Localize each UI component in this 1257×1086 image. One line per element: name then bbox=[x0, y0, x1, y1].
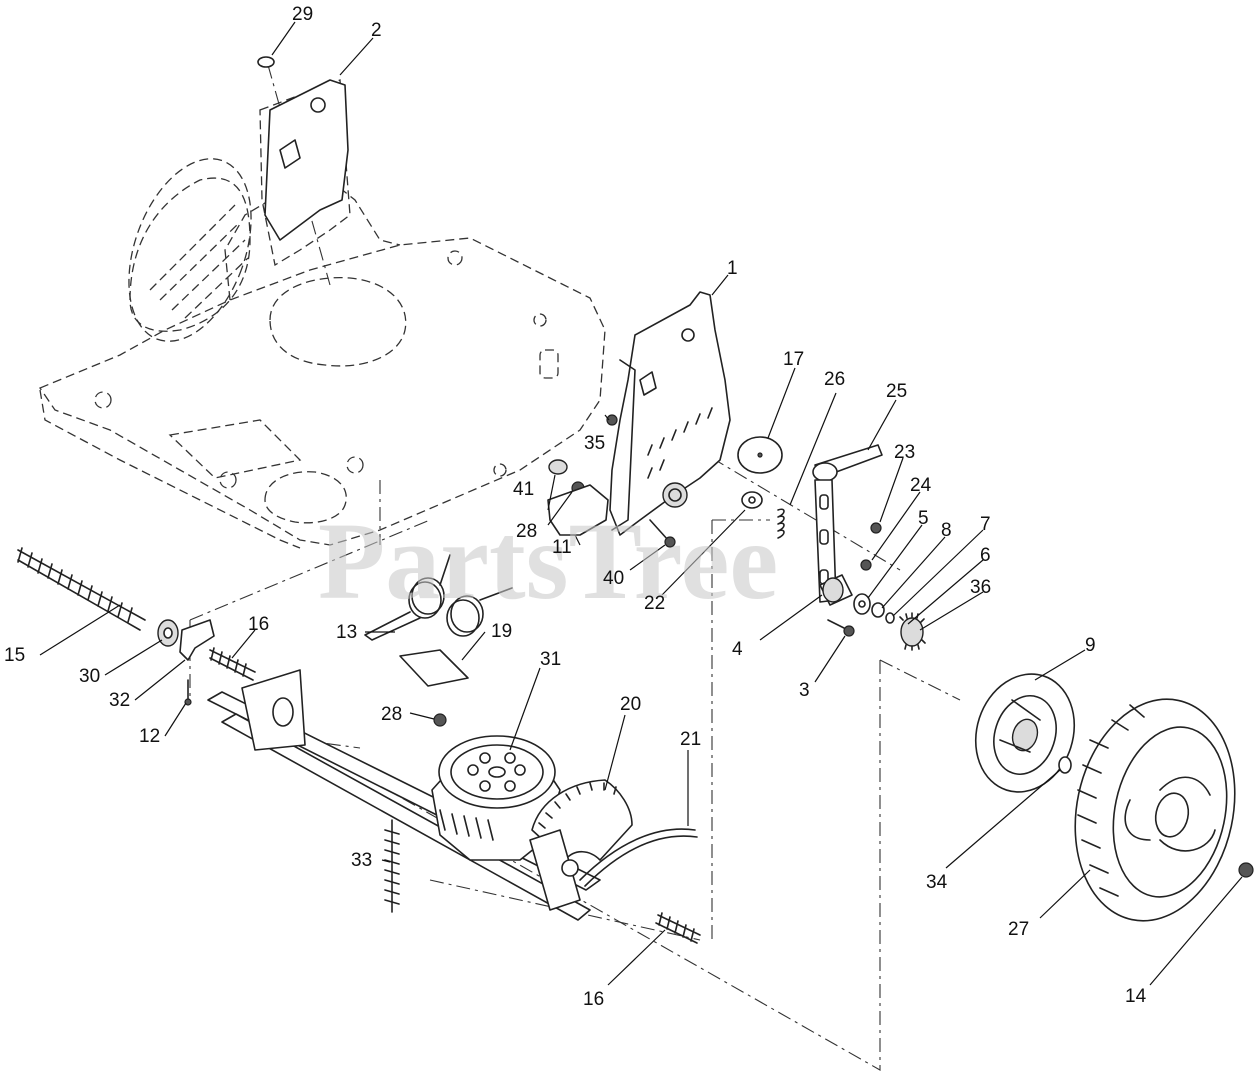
part-14-nut bbox=[1238, 862, 1254, 878]
callout-1: 1 bbox=[727, 258, 738, 279]
part-12-screw bbox=[184, 679, 192, 706]
callout-5: 5 bbox=[918, 508, 929, 529]
phantom-rear-wheel bbox=[128, 158, 252, 342]
callout-17: 17 bbox=[783, 349, 804, 370]
part-13-spring bbox=[364, 554, 451, 641]
part-41-cap bbox=[548, 459, 568, 475]
part-33-spring bbox=[384, 819, 400, 913]
part-8-washer bbox=[871, 602, 885, 618]
assembly-axis-lines bbox=[189, 64, 961, 1071]
part-34-washer bbox=[1058, 756, 1072, 774]
callout-33: 33 bbox=[351, 850, 372, 871]
part-1-side-plate bbox=[609, 291, 731, 536]
part-28-nut-lower bbox=[433, 713, 447, 727]
callout-16-upper: 16 bbox=[248, 614, 269, 635]
part-7-ring bbox=[885, 612, 895, 624]
callout-28-upper: 28 bbox=[516, 521, 537, 542]
part-26-spring bbox=[777, 508, 785, 539]
part-35-nut bbox=[606, 414, 618, 426]
part-5-washer bbox=[853, 593, 871, 615]
callout-9: 9 bbox=[1085, 635, 1096, 656]
callout-29: 29 bbox=[292, 4, 313, 25]
part-29-pin bbox=[257, 56, 275, 68]
callout-19: 19 bbox=[491, 621, 512, 642]
callout-22: 22 bbox=[644, 593, 665, 614]
callout-20: 20 bbox=[620, 694, 641, 715]
callout-34: 34 bbox=[926, 872, 948, 893]
callout-6: 6 bbox=[980, 545, 991, 566]
part-19-spring bbox=[446, 587, 513, 637]
callout-7: 7 bbox=[980, 514, 991, 535]
part-40-bolt bbox=[649, 519, 676, 548]
part-11-guide bbox=[547, 484, 609, 536]
callout-35: 35 bbox=[584, 433, 605, 454]
part-31-pulley bbox=[431, 735, 561, 861]
part-16-spring-upper bbox=[209, 647, 256, 681]
leader-lines bbox=[39, 21, 1243, 986]
callout-24: 24 bbox=[910, 475, 932, 496]
callout-32: 32 bbox=[109, 690, 130, 711]
callout-40: 40 bbox=[603, 568, 624, 589]
spring-plate bbox=[399, 649, 469, 687]
callout-26: 26 bbox=[824, 369, 845, 390]
part-3-bolt bbox=[827, 619, 855, 637]
part-36-gear bbox=[899, 612, 926, 651]
part-23-screw bbox=[870, 522, 882, 534]
callout-23: 23 bbox=[894, 442, 915, 463]
callout-4: 4 bbox=[732, 639, 743, 660]
part-30-spacer bbox=[157, 619, 179, 647]
callout-16-lower: 16 bbox=[583, 989, 604, 1010]
part-22-washer bbox=[741, 491, 763, 509]
callout-14: 14 bbox=[1125, 986, 1147, 1007]
callout-numbers: 1 2 3 4 5 6 7 8 9 11 12 13 14 15 16 16 1… bbox=[4, 4, 1147, 1010]
callout-21: 21 bbox=[680, 729, 701, 750]
callout-36: 36 bbox=[970, 577, 991, 598]
part-24-screw bbox=[860, 559, 872, 571]
callout-12: 12 bbox=[139, 726, 160, 747]
callout-41: 41 bbox=[513, 479, 534, 500]
callout-2: 2 bbox=[371, 20, 382, 41]
part-20-sector-gear bbox=[529, 779, 633, 911]
part-27-wheel bbox=[1074, 698, 1236, 922]
callout-3: 3 bbox=[799, 680, 810, 701]
part-4-bushing bbox=[819, 574, 853, 606]
callout-11: 11 bbox=[552, 537, 572, 558]
part-32-bracket bbox=[179, 619, 215, 661]
part-9-hub bbox=[974, 673, 1076, 793]
part-25-lever bbox=[812, 444, 883, 603]
part-16-spring-lower bbox=[655, 912, 701, 944]
watermark: PartsTree bbox=[318, 500, 778, 622]
callout-28-lower: 28 bbox=[381, 704, 402, 725]
mower-deck-phantom bbox=[39, 79, 606, 549]
callout-13: 13 bbox=[336, 622, 357, 643]
part-21-rod bbox=[579, 828, 698, 887]
callout-25: 25 bbox=[886, 381, 907, 402]
callout-30: 30 bbox=[79, 666, 100, 687]
part-17-disc bbox=[737, 436, 783, 474]
callout-31: 31 bbox=[540, 649, 561, 670]
callout-27: 27 bbox=[1008, 919, 1029, 940]
callout-8: 8 bbox=[941, 520, 952, 541]
part-15-spring bbox=[17, 547, 146, 631]
callout-15: 15 bbox=[4, 645, 25, 666]
part-2-bracket bbox=[264, 79, 349, 241]
